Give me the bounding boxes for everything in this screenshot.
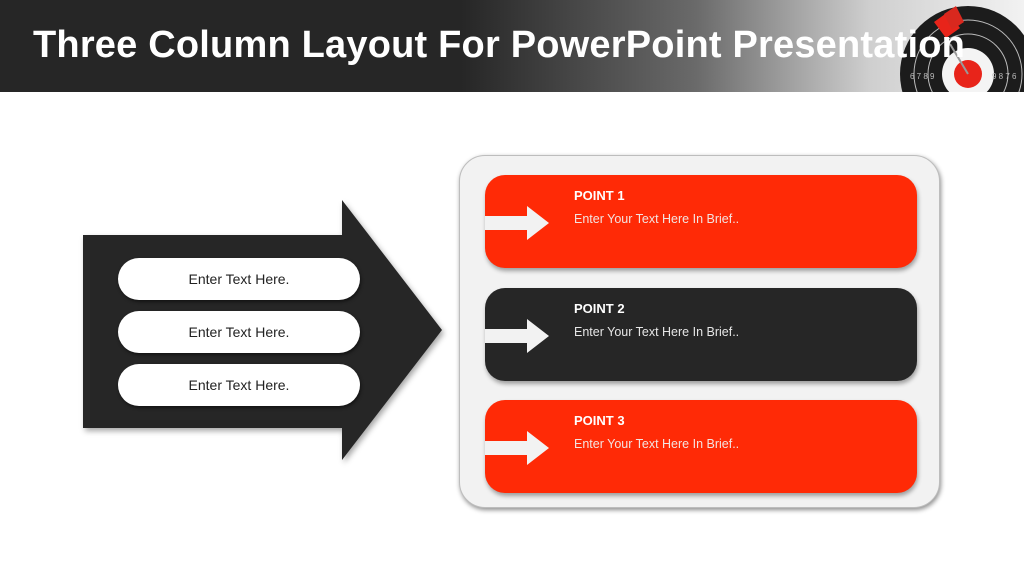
arrow-item-3[interactable]: Enter Text Here. (118, 364, 360, 406)
arrow-item-1[interactable]: Enter Text Here. (118, 258, 360, 300)
point-title: POINT 2 (574, 301, 625, 316)
arrow-item-label: Enter Text Here. (188, 271, 290, 287)
svg-text:6 7 8 9: 6 7 8 9 (910, 72, 935, 81)
arrow-right-icon (485, 319, 549, 353)
header-bar: 6 7 8 9 9 8 7 6 Three Column Layout For … (0, 0, 1024, 92)
arrow-item-label: Enter Text Here. (188, 377, 290, 393)
point-card-3[interactable]: POINT 3 Enter Your Text Here In Brief.. (485, 400, 917, 493)
svg-text:9 8 7 6: 9 8 7 6 (992, 72, 1017, 81)
point-card-1[interactable]: POINT 1 Enter Your Text Here In Brief.. (485, 175, 917, 268)
point-text: Enter Your Text Here In Brief.. (574, 437, 740, 451)
arrow-right-icon (485, 206, 549, 240)
dartboard-icon: 6 7 8 9 9 8 7 6 (900, 6, 1024, 92)
arrow-item-2[interactable]: Enter Text Here. (118, 311, 360, 353)
point-text: Enter Your Text Here In Brief.. (574, 212, 740, 226)
arrow-item-label: Enter Text Here. (188, 324, 290, 340)
arrow-right-icon (485, 431, 549, 465)
point-card-2[interactable]: POINT 2 Enter Your Text Here In Brief.. (485, 288, 917, 381)
point-title: POINT 1 (574, 188, 625, 203)
point-text: Enter Your Text Here In Brief.. (574, 325, 740, 339)
point-title: POINT 3 (574, 413, 625, 428)
page-title: Three Column Layout For PowerPoint Prese… (33, 24, 966, 66)
